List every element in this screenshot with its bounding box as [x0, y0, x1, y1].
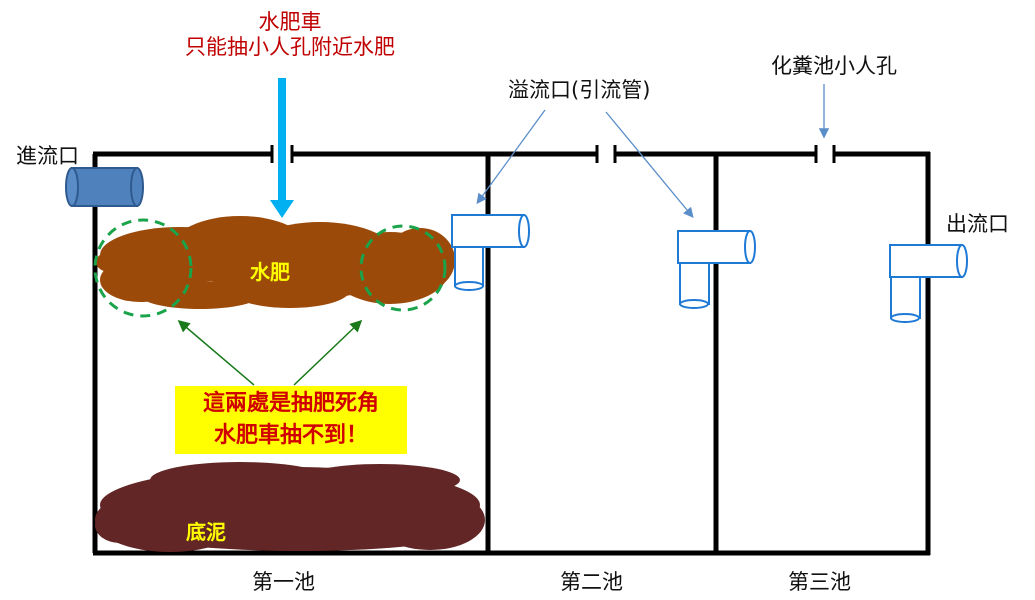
tank-3-label: 第三池	[788, 570, 851, 594]
dead-zone-arrows	[177, 319, 363, 386]
bottom-sludge	[95, 462, 485, 552]
dead-zone-circles	[93, 218, 447, 318]
truck-label-line1: 水肥車	[258, 10, 322, 34]
callout-line1: 這兩處是抽肥死角	[202, 391, 379, 416]
top-sludge	[96, 216, 455, 309]
inlet-label: 進流口	[16, 144, 79, 168]
truck-label-line2: 只能抽小人孔附近水肥	[185, 35, 395, 59]
bottom-sludge-label: 底泥	[186, 520, 226, 544]
manhole-openings	[270, 145, 836, 163]
overflow-label: 溢流口(引流管)	[508, 78, 651, 102]
tank-2-label: 第二池	[560, 570, 623, 594]
top-sludge-label: 水肥	[250, 260, 290, 284]
inlet-pipe	[65, 167, 144, 207]
callout-line2: 水肥車抽不到！	[213, 423, 368, 448]
pointer-arrows	[476, 84, 830, 219]
manhole-label: 化糞池小人孔	[771, 54, 897, 78]
truck-arrow	[270, 78, 294, 218]
outlet-pipe	[889, 244, 968, 323]
dead-zone-callout: 這兩處是抽肥死角 水肥車抽不到！	[175, 386, 407, 454]
overflow-pipe-2	[677, 230, 756, 309]
overflow-pipe-1	[451, 214, 530, 291]
truck-label: 水肥車 只能抽小人孔附近水肥	[165, 10, 415, 60]
tank-1-label: 第一池	[252, 570, 315, 594]
outlet-label: 出流口	[946, 212, 1009, 236]
